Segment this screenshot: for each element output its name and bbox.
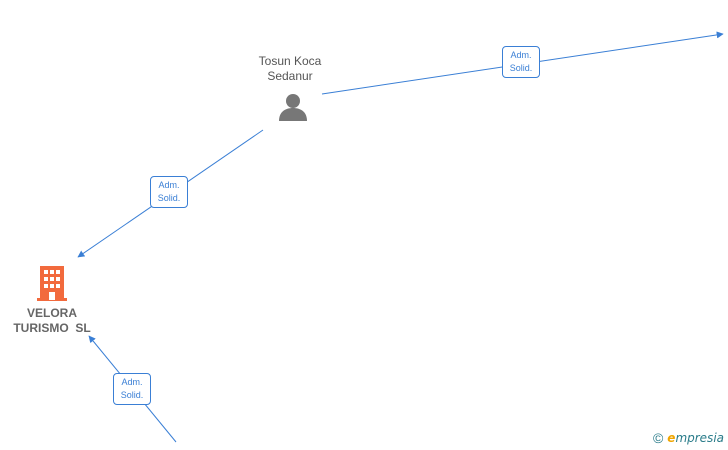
edge-role-badge[interactable]: Adm. Solid.: [113, 373, 151, 405]
company-node-label[interactable]: VELORA TURISMO SL: [0, 306, 104, 336]
company-name-line1: VELORA: [26, 306, 77, 320]
edge-role-line2: Solid.: [509, 63, 533, 73]
brand-logo: empresia: [667, 431, 724, 445]
watermark: © empresia: [653, 430, 724, 446]
building-icon[interactable]: [37, 265, 67, 301]
edge-role-line1: Adm.: [510, 50, 532, 60]
person-name-line1: Tosun Koca: [258, 54, 322, 68]
person-node-label[interactable]: Tosun Koca Sedanur: [240, 54, 340, 84]
edge-role-line2: Solid.: [120, 390, 144, 400]
edge-role-line2: Solid.: [157, 193, 181, 203]
edge-role-line1: Adm.: [121, 377, 143, 387]
person-name-line2: Sedanur: [267, 69, 313, 83]
company-name-line2: TURISMO SL: [13, 321, 91, 335]
edge-role-badge[interactable]: Adm. Solid.: [150, 176, 188, 208]
copyright-icon: ©: [652, 430, 664, 446]
edge-role-badge[interactable]: Adm. Solid.: [502, 46, 540, 78]
edge-role-line1: Adm.: [158, 180, 180, 190]
person-icon[interactable]: [278, 92, 308, 122]
